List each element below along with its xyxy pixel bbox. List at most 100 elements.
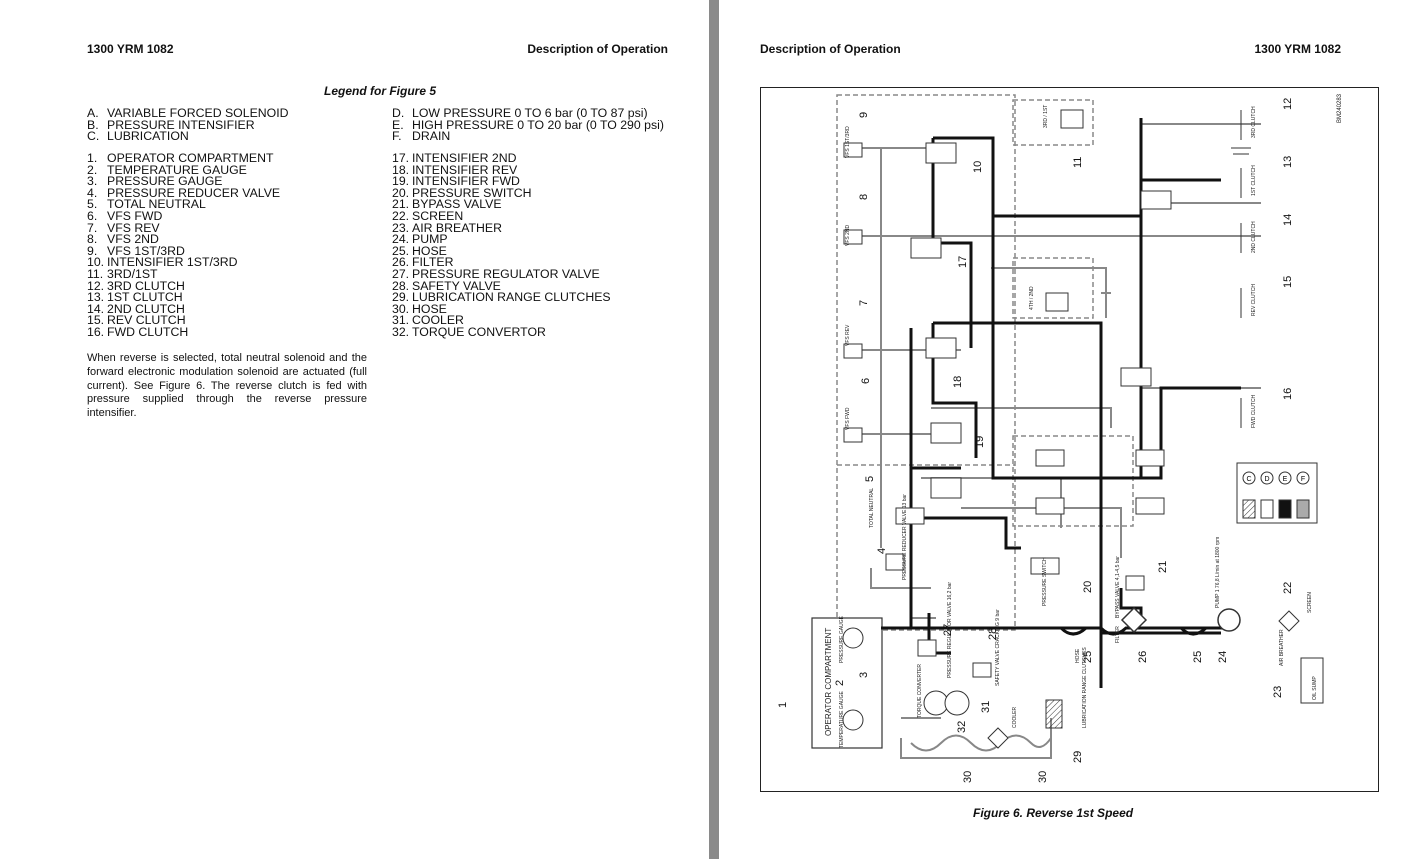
- callout-31: 31: [980, 701, 992, 713]
- right-page: Description of Operation 1300 YRM 1082: [719, 0, 1423, 859]
- label-total-neutral: TOTAL NEUTRAL: [869, 488, 875, 528]
- description-paragraph: When reverse is selected, total neutral …: [87, 352, 367, 420]
- legend-item: 24.PUMP: [392, 232, 448, 247]
- label-cooler: COOLER: [1012, 706, 1018, 728]
- legend-item: 8.VFS 2ND: [87, 232, 159, 247]
- callout-5: 5: [864, 476, 876, 482]
- legend-item: 16.FWD CLUTCH: [87, 324, 189, 339]
- label-operator-compartment: OPERATOR COMPARTMENT: [824, 628, 833, 736]
- legend-item: 23.AIR BREATHER: [392, 220, 502, 235]
- legend-item: 20.PRESSURE SWITCH: [392, 185, 532, 200]
- left-page: 1300 YRM 1082 Description of Operation L…: [0, 0, 709, 859]
- label-vfs-1st3rd: VFS 1ST/3RD: [845, 126, 851, 158]
- callout-18: 18: [952, 376, 964, 388]
- legend-letters-left: A.VARIABLE FORCED SOLENOID B.PRESSURE IN…: [87, 106, 289, 144]
- component-labels: OPERATOR COMPARTMENT PRESSURE GAUGE TEMP…: [824, 93, 1343, 748]
- callout-21: 21: [1157, 561, 1169, 573]
- legend-item: 28.SAFETY VALVE: [392, 278, 501, 293]
- callout-16: 16: [1282, 388, 1294, 400]
- pump-filter-circuit: [811, 606, 1324, 752]
- legend-item: 21.BYPASS VALVE: [392, 197, 502, 212]
- callout-29: 29: [1072, 751, 1084, 763]
- legend-item: 4.PRESSURE REDUCER VALVE: [87, 185, 281, 200]
- legend-item: 9.VFS 1ST/3RD: [87, 243, 185, 258]
- legend-item: C.LUBRICATION: [87, 129, 189, 144]
- legend-item: 25.HOSE: [392, 243, 447, 258]
- legend-item: 32.TORQUE CONVERTOR: [392, 324, 546, 339]
- pressure-lines: [909, 118, 1241, 688]
- label-vfs-rev: VFS REV: [845, 324, 851, 346]
- callout-9: 9: [858, 112, 870, 118]
- callout-3: 3: [858, 672, 870, 678]
- header-section-title: Description of Operation: [527, 42, 668, 56]
- callout-32: 32: [956, 721, 968, 733]
- legend-item: 6.VFS FWD: [87, 208, 163, 223]
- label-lubrication: LUBRICATION RANGE CLUTCHES: [1082, 647, 1088, 728]
- legend-key-d: D: [1264, 476, 1269, 483]
- label-temperature-gauge: TEMPERATURE GAUGE: [839, 690, 845, 748]
- callout-8: 8: [858, 194, 870, 200]
- drawing-id: BM240283: [1337, 93, 1343, 123]
- legend-item: 31.COOLER: [392, 313, 464, 328]
- callout-1: 1: [777, 702, 789, 708]
- label-safety-valve: SAFETY VALVE CRACKING 9 bar: [995, 609, 1001, 686]
- label-clutch-2nd: 2ND CLUTCH: [1251, 221, 1257, 253]
- header-doc-number: 1300 YRM 1082: [87, 42, 174, 56]
- legend-letters-right: D.LOW PRESSURE 0 TO 6 bar (0 TO 87 psi) …: [392, 107, 664, 143]
- legend-item: 29.LUBRICATION RANGE CLUTCHES: [392, 290, 611, 305]
- label-clutch-3rd: 3RD CLUTCH: [1251, 106, 1257, 138]
- callout-15: 15: [1282, 276, 1294, 288]
- label-pressure-gauge: PRESSURE GAUGE: [839, 615, 845, 663]
- callout-20: 20: [1082, 581, 1094, 593]
- legend-item: 3.PRESSURE GAUGE: [87, 174, 223, 189]
- callout-12: 12: [1282, 98, 1294, 110]
- callout-11: 11: [1072, 157, 1084, 168]
- legend-item: 1.OPERATOR COMPARTMENT: [87, 151, 274, 165]
- callout-17: 17: [957, 256, 969, 268]
- legend-item: 12.3RD CLUTCH: [87, 278, 185, 293]
- legend-item: 26.FILTER: [392, 255, 454, 270]
- legend-key-e: E: [1283, 476, 1288, 483]
- legend-item: 7.VFS REV: [87, 220, 160, 235]
- label-pressure-switch: PRESSURE SWITCH: [1042, 557, 1048, 606]
- legend-item: 15.REV CLUTCH: [87, 313, 186, 328]
- label-pump: PUMP 1 76,8 L/min at 1800 rpm: [1215, 537, 1221, 608]
- callout-10: 10: [972, 161, 984, 173]
- label-bypass-valve: BYPASS VALVE 4,1-4,5 bar: [1115, 556, 1121, 618]
- label-4th-2nd: 4TH / 2ND: [1029, 286, 1035, 310]
- label-filter: FILTER: [1115, 626, 1121, 643]
- callout-30: 30: [1037, 771, 1049, 783]
- legend-item: 10.INTENSIFIER 1ST/3RD: [87, 255, 238, 270]
- label-vfs-2nd: VFS 2ND: [845, 224, 851, 246]
- label-pressure-regulator: PRESSURE REGULATOR VALVE 16,2 bar: [947, 582, 953, 678]
- callout-26: 26: [1137, 651, 1149, 663]
- legend-item: 5.TOTAL NEUTRAL: [87, 197, 206, 212]
- callout-4: 4: [876, 548, 888, 554]
- callout-28: 28: [987, 628, 999, 640]
- legend-item: 18.INTENSIFIER REV: [392, 162, 518, 177]
- callout-2: 2: [834, 680, 846, 686]
- valve-symbols: [843, 109, 1172, 678]
- label-oil-sump: OIL SUMP: [1312, 676, 1318, 700]
- callout-14: 14: [1282, 214, 1294, 226]
- callout-13: 13: [1282, 156, 1294, 168]
- callout-30: 30: [962, 771, 974, 783]
- callout-27: 27: [942, 624, 954, 636]
- legend-item: 14.2ND CLUTCH: [87, 301, 185, 316]
- label-3rd-1st: 3RD / 1ST: [1043, 105, 1049, 128]
- label-hose: HOSE: [1075, 648, 1081, 663]
- legend-item: 13.1ST CLUTCH: [87, 290, 183, 305]
- legend-title: Legend for Figure 5: [324, 84, 437, 98]
- legend-item: A.VARIABLE FORCED SOLENOID: [87, 106, 289, 120]
- legend-item: 27.PRESSURE REGULATOR VALVE: [392, 266, 600, 281]
- figure-caption: Figure 6. Reverse 1st Speed: [973, 806, 1134, 820]
- callout-23: 23: [1272, 686, 1284, 698]
- label-screen: SCREEN: [1307, 592, 1313, 613]
- legend-item: 19.INTENSIFIER FWD: [392, 174, 520, 189]
- legend-item: 30.HOSE: [392, 301, 447, 316]
- label-clutch-1st: 1ST CLUTCH: [1251, 165, 1257, 196]
- legend-item: 11.3RD/1ST: [87, 266, 158, 281]
